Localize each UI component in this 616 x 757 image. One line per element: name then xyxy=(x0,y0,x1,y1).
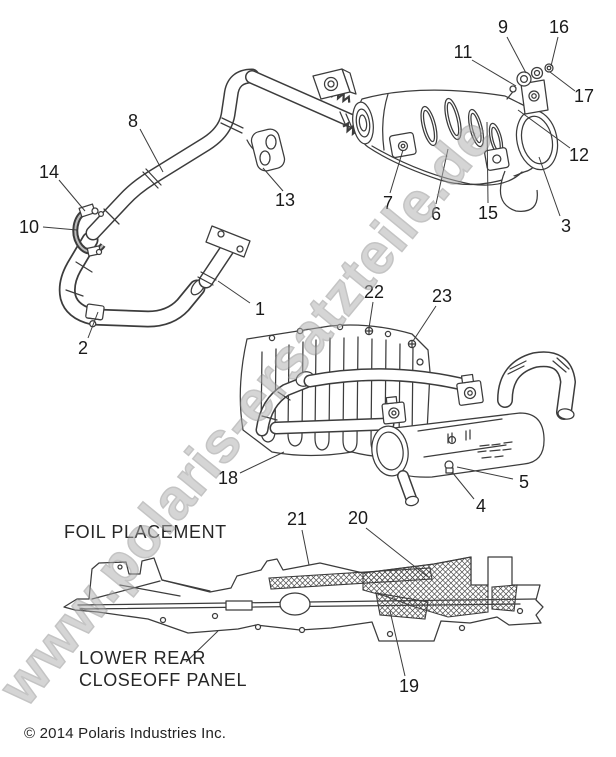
closeoff-panel xyxy=(63,556,544,642)
callout-14: 14 xyxy=(39,162,59,182)
shield-screw-23 xyxy=(407,339,424,366)
callout-9: 9 xyxy=(498,17,508,37)
pipe-clamp-2 xyxy=(85,303,105,328)
callout-11: 11 xyxy=(454,42,473,62)
v-band-clamp xyxy=(72,203,106,257)
drain-bolt xyxy=(444,460,454,474)
callout-leader-3 xyxy=(538,156,561,217)
callout-20: 20 xyxy=(348,508,368,528)
callout-leader-9 xyxy=(506,36,527,74)
hanger-hardware xyxy=(506,63,554,115)
callout-leader-13 xyxy=(262,167,284,192)
foil-placement-label: FOIL PLACEMENT xyxy=(64,522,227,542)
callout-16: 16 xyxy=(549,17,569,37)
heat-shield-slots xyxy=(420,97,504,156)
assembled-view xyxy=(239,323,576,507)
lower-rear-label-line2: CLOSEOFF PANEL xyxy=(79,670,248,690)
callout-1: 1 xyxy=(255,299,265,319)
callout-7: 7 xyxy=(383,193,393,213)
callout-leader-6 xyxy=(435,148,449,205)
callout-leader-23 xyxy=(412,305,437,342)
callout-leader-12 xyxy=(517,109,571,149)
muffler-top-assembly xyxy=(312,63,559,212)
front-pipe-assembly xyxy=(58,225,251,328)
pipe-clamp-block xyxy=(456,373,484,406)
callout-4: 4 xyxy=(476,496,486,516)
callout-leader-7 xyxy=(389,149,404,194)
callout-leader-20 xyxy=(365,527,429,578)
callout-leader-15 xyxy=(486,121,489,204)
callout-8: 8 xyxy=(128,111,138,131)
callout-21: 21 xyxy=(287,509,307,529)
callout-3: 3 xyxy=(561,216,571,236)
lower-rear-label-line1: LOWER REAR xyxy=(79,648,207,668)
callout-leader-1 xyxy=(217,280,251,304)
callout-leader-8 xyxy=(139,128,164,173)
callout-leader-22 xyxy=(368,301,374,329)
callout-5: 5 xyxy=(519,472,529,492)
callout-leader-19 xyxy=(389,610,406,677)
callout-13: 13 xyxy=(275,190,295,210)
callout-23: 23 xyxy=(432,286,452,306)
callout-6: 6 xyxy=(431,204,441,224)
callout-leader-16 xyxy=(550,36,559,67)
callout-12: 12 xyxy=(569,145,589,165)
mount-pad-7 xyxy=(388,131,417,159)
lower-rear-leader-line xyxy=(185,630,219,663)
foil-region-19 xyxy=(375,592,429,620)
callout-leader-14 xyxy=(58,179,86,212)
callout-2: 2 xyxy=(78,338,88,358)
copyright-text: © 2014 Polaris Industries Inc. xyxy=(24,725,227,742)
callout-leader-17 xyxy=(549,71,576,92)
top-mount-bracket xyxy=(312,68,357,100)
callout-19: 19 xyxy=(399,676,419,696)
callout-18: 18 xyxy=(218,468,238,488)
head-pipe xyxy=(72,68,361,257)
mount-bracket-13 xyxy=(246,128,286,172)
callout-leader-18 xyxy=(239,451,285,474)
foil-region-right xyxy=(491,584,518,612)
shield-screw-22 xyxy=(364,326,374,336)
mount-pad-15 xyxy=(484,147,510,171)
callout-15: 15 xyxy=(478,203,498,223)
callout-leader-10 xyxy=(42,226,78,231)
callout-10: 10 xyxy=(19,217,39,237)
callout-leader-4 xyxy=(451,471,475,500)
pipe-clamp-block xyxy=(381,396,407,425)
outlet-shield xyxy=(499,170,538,212)
callout-leader-2 xyxy=(87,311,99,339)
callout-leader-5 xyxy=(456,466,514,480)
callout-leader-21 xyxy=(301,529,310,566)
callout-22: 22 xyxy=(364,282,384,302)
callout-leader-11 xyxy=(471,59,517,87)
callout-17: 17 xyxy=(574,86,594,106)
lower-rear-closeoff-label: LOWER REAR CLOSEOFF PANEL xyxy=(79,647,247,691)
